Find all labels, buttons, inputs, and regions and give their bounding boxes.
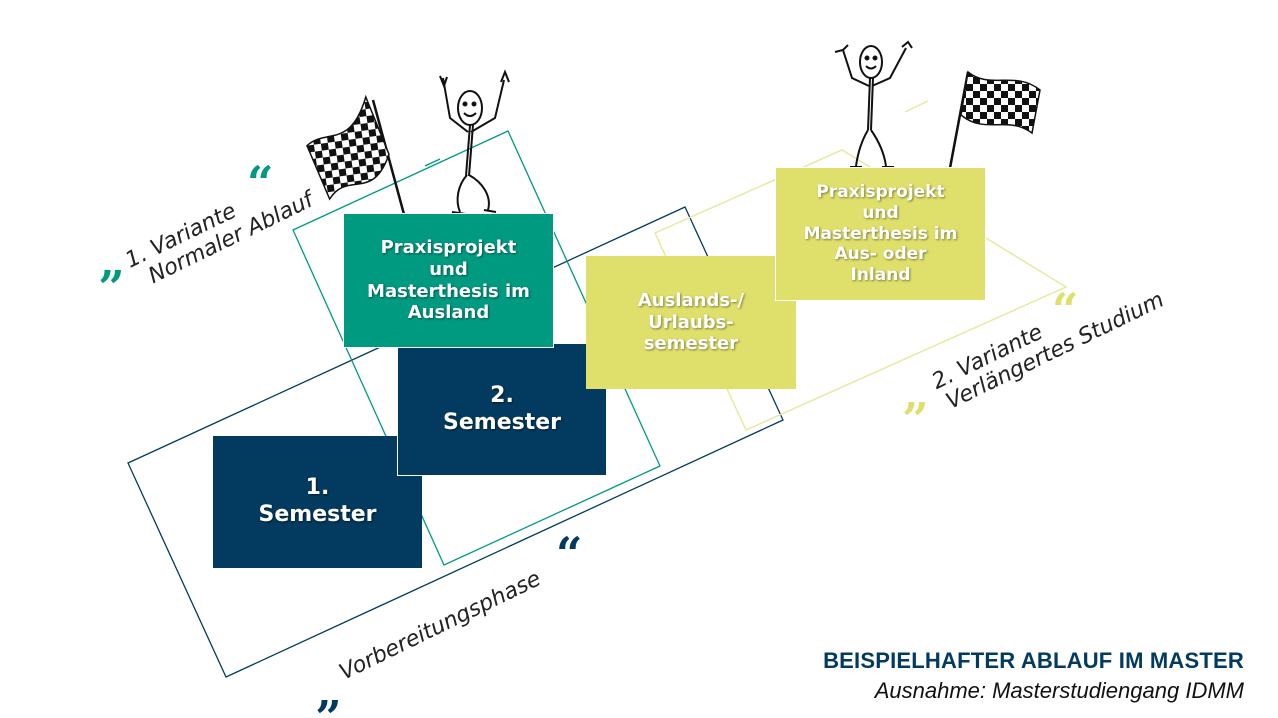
preparation-quote-close: “ — [556, 527, 583, 581]
step-ausland-line: Praxisprojekt — [380, 236, 517, 258]
step-urlaubssemester-line: Urlaubs- — [648, 311, 734, 333]
checkered-flag-icon — [948, 70, 1041, 169]
step-ausland-line: und — [429, 258, 468, 280]
step-ausland: Praxisprojekt und Masterthesis im Auslan… — [343, 213, 554, 348]
variant2-frame-dash — [904, 100, 929, 113]
stick-figure-icon — [439, 69, 510, 215]
variant-1-quote-close: “ — [247, 156, 274, 210]
step-ausland-line: Masterthesis im — [367, 280, 530, 302]
step-urlaubssemester-line: Auslands-/ — [637, 289, 745, 311]
preparation-quote-open: „ — [316, 664, 343, 718]
step-semester-2: 2. Semester — [397, 343, 607, 476]
checkered-flag-icon — [306, 94, 407, 219]
variant-1-quote-open: „ — [99, 234, 126, 288]
page-title: BEISPIELHAFTER ABLAUF IM MASTER — [823, 648, 1244, 673]
page-subtitle: Ausnahme: Masterstudiengang IDMM — [874, 678, 1244, 703]
step-inland-line: Aus- oder — [834, 244, 927, 265]
variant-2-quote-close: “ — [1052, 283, 1079, 337]
step-inland-line: Inland — [850, 265, 911, 286]
step-ausland-line: Ausland — [407, 302, 490, 324]
step-semester-1-line: 1. — [305, 475, 330, 501]
step-inland-line: Masterthesis im — [803, 223, 958, 244]
step-urlaubssemester-line: semester — [643, 333, 739, 355]
stick-figure-icon — [834, 40, 913, 168]
step-inland-line: und — [862, 202, 899, 223]
variant-2-quote-open: „ — [903, 366, 930, 420]
step-inland-line: Praxisprojekt — [816, 182, 945, 203]
step-semester-2-line: Semester — [443, 409, 561, 435]
step-urlaubssemester: Auslands-/ Urlaubs- semester — [586, 256, 796, 389]
step-semester-2-line: 2. — [490, 382, 514, 408]
step-semester-1: 1. Semester — [213, 436, 422, 568]
variant1-frame-dash — [424, 158, 441, 167]
step-semester-1-line: Semester — [258, 502, 377, 527]
step-inland: Praxisprojekt und Masterthesis im Aus- o… — [775, 167, 986, 301]
